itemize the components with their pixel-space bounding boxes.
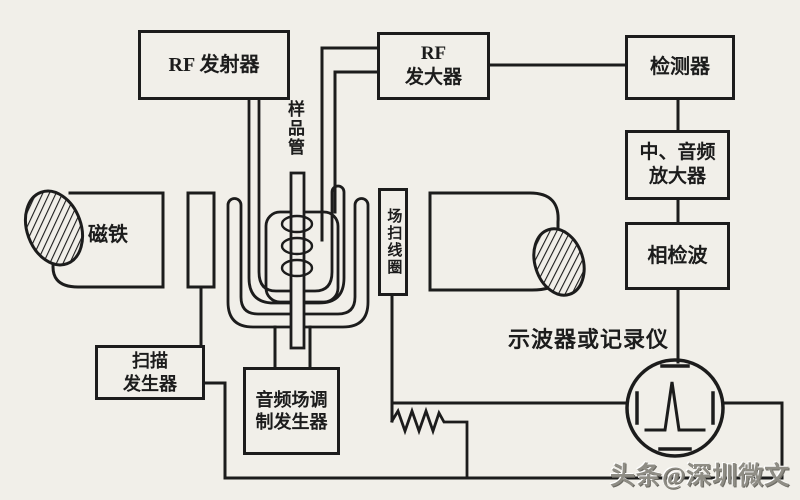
block-audio-mod-generator-label-line1: 音频场调 (255, 389, 328, 410)
magnet-right-hatched-end (532, 227, 586, 297)
block-rf-transmitter-label: RF 发射器 (168, 53, 260, 76)
block-phase-detector-label: 相检波 (647, 244, 708, 267)
block-sweep-generator: 扫描 发生器 (95, 345, 205, 400)
block-rf-amplifier: RF 发大器 (377, 32, 490, 100)
pole-piece-left (186, 191, 216, 289)
magnet-left-hatched-end (23, 189, 85, 267)
block-audio-mod-generator-label-line2: 制发生器 (255, 412, 328, 432)
oscilloscope-screen (625, 358, 725, 458)
block-field-sweep-coil-label: 场扫线圈 (385, 208, 402, 276)
rf-coil (280, 214, 314, 278)
oscilloscope-label: 示波器或记录仪 (508, 327, 670, 352)
block-rf-transmitter: RF 发射器 (138, 30, 290, 100)
resistor (390, 406, 469, 480)
magnet-label: 磁铁 (88, 224, 128, 246)
wire-rf-amplifier-lead-2 (333, 70, 379, 214)
wire-rf-amplifier-lead-1 (320, 46, 379, 242)
block-if-audio-amplifier: 中、音频 放大器 (625, 130, 730, 200)
wire-bottom-bus (203, 381, 784, 480)
watermark-text: 头条@深圳微文 (610, 463, 791, 490)
block-sweep-generator-label-line2: 发生器 (123, 373, 177, 394)
block-phase-detector: 相检波 (625, 222, 730, 290)
block-audio-mod-generator: 音频场调 制发生器 (243, 367, 340, 455)
block-if-audio-amplifier-label-line2: 放大器 (648, 166, 706, 187)
block-detector: 检测器 (625, 35, 735, 100)
oscilloscope-symbol (625, 358, 725, 458)
block-field-sweep-coil: 场扫线圈 (378, 188, 408, 296)
block-detector-label: 检测器 (650, 56, 710, 78)
block-if-audio-amplifier-label-line1: 中、音频 (639, 142, 716, 164)
scope-peak-waveform (644, 381, 706, 432)
block-sweep-generator-label-line1: 扫描 (132, 351, 168, 371)
wire-rf-transmitter-to-probe (247, 98, 346, 305)
block-rf-amplifier-label-line1: RF (420, 43, 447, 65)
block-rf-amplifier-label-line2: 发大器 (404, 67, 462, 88)
probe-outer-channel (226, 197, 370, 329)
sample-tube-label: 样品管 (285, 100, 304, 157)
